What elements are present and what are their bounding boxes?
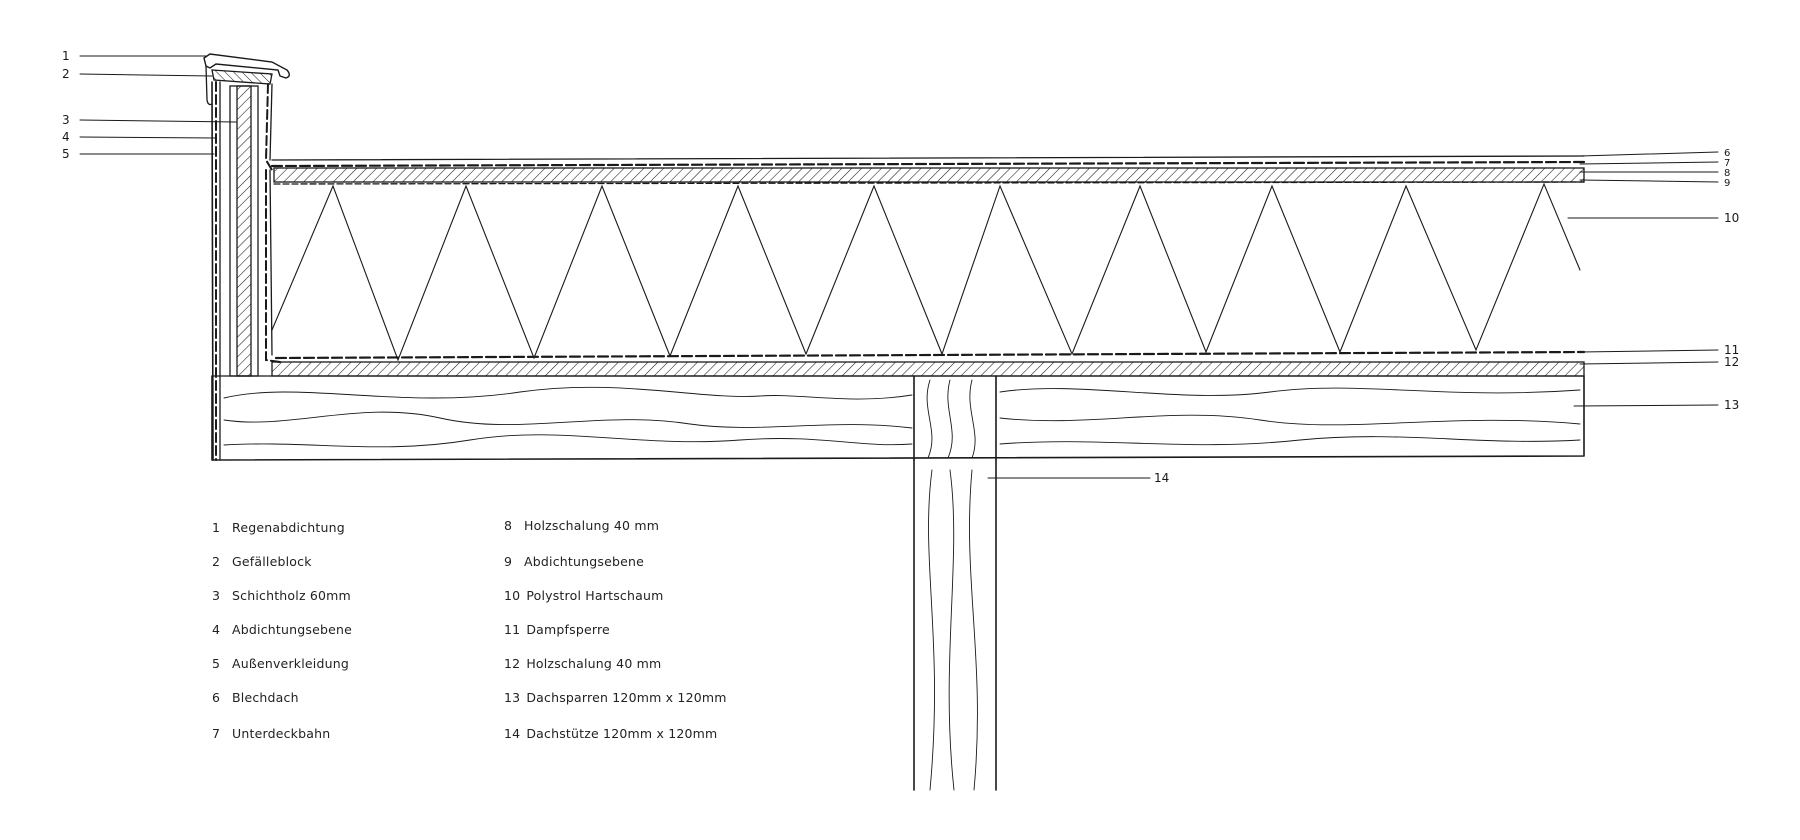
grain-3 — [223, 434, 913, 448]
laminated-timber — [236, 85, 252, 377]
board-lower — [271, 361, 1585, 377]
grain-2 — [223, 411, 913, 429]
outer-cladding — [211, 81, 214, 461]
callout-7: 7 — [1724, 158, 1730, 169]
cap-drip — [205, 65, 213, 106]
grain-1 — [223, 386, 913, 400]
grain-5 — [999, 414, 1581, 426]
callout-14: 14 — [1154, 471, 1169, 485]
board-upper — [273, 167, 1585, 183]
callout-2: 2 — [62, 67, 70, 81]
post-shaft-outline — [913, 459, 997, 791]
insulation — [271, 182, 1581, 362]
inner-wall-2 — [269, 169, 273, 356]
waterproof-upper — [273, 181, 1585, 185]
callout-5: 5 — [62, 147, 70, 161]
callout-4: 4 — [62, 130, 70, 144]
callout-8: 8 — [1724, 168, 1730, 179]
lower-layers — [211, 350, 1586, 377]
underlay — [270, 160, 1586, 168]
post-head-outline — [913, 375, 997, 461]
inner-membrane-2 — [269, 83, 273, 161]
vapour-barrier — [274, 350, 1586, 360]
callout-numbers: 1 2 3 4 5 6 7 8 9 10 11 12 13 14 — [62, 49, 1739, 485]
callout-12: 12 — [1724, 355, 1739, 369]
upper-layers — [270, 155, 1586, 185]
rain-cap — [203, 53, 290, 79]
insulation-zigzag — [271, 182, 1581, 362]
slope-block — [211, 69, 273, 85]
callout-1: 1 — [62, 49, 70, 63]
parapet — [203, 53, 290, 461]
rafter-outline — [211, 375, 1585, 461]
inner-membrane — [264, 83, 273, 171]
post-shaft-grain — [928, 469, 978, 791]
grain-4 — [999, 387, 1581, 396]
callout-6: 6 — [1724, 148, 1730, 159]
post-head-grain — [926, 379, 976, 459]
sheet-roof — [271, 155, 1585, 161]
callout-9: 9 — [1724, 178, 1730, 189]
callout-10: 10 — [1724, 211, 1739, 225]
leader-lines — [79, 55, 1719, 479]
callout-3: 3 — [62, 113, 70, 127]
rafter — [211, 375, 1585, 461]
inner-wall — [265, 169, 281, 363]
grain-6 — [999, 436, 1581, 446]
post — [913, 375, 997, 791]
callout-13: 13 — [1724, 398, 1739, 412]
callout-11: 11 — [1724, 343, 1739, 357]
